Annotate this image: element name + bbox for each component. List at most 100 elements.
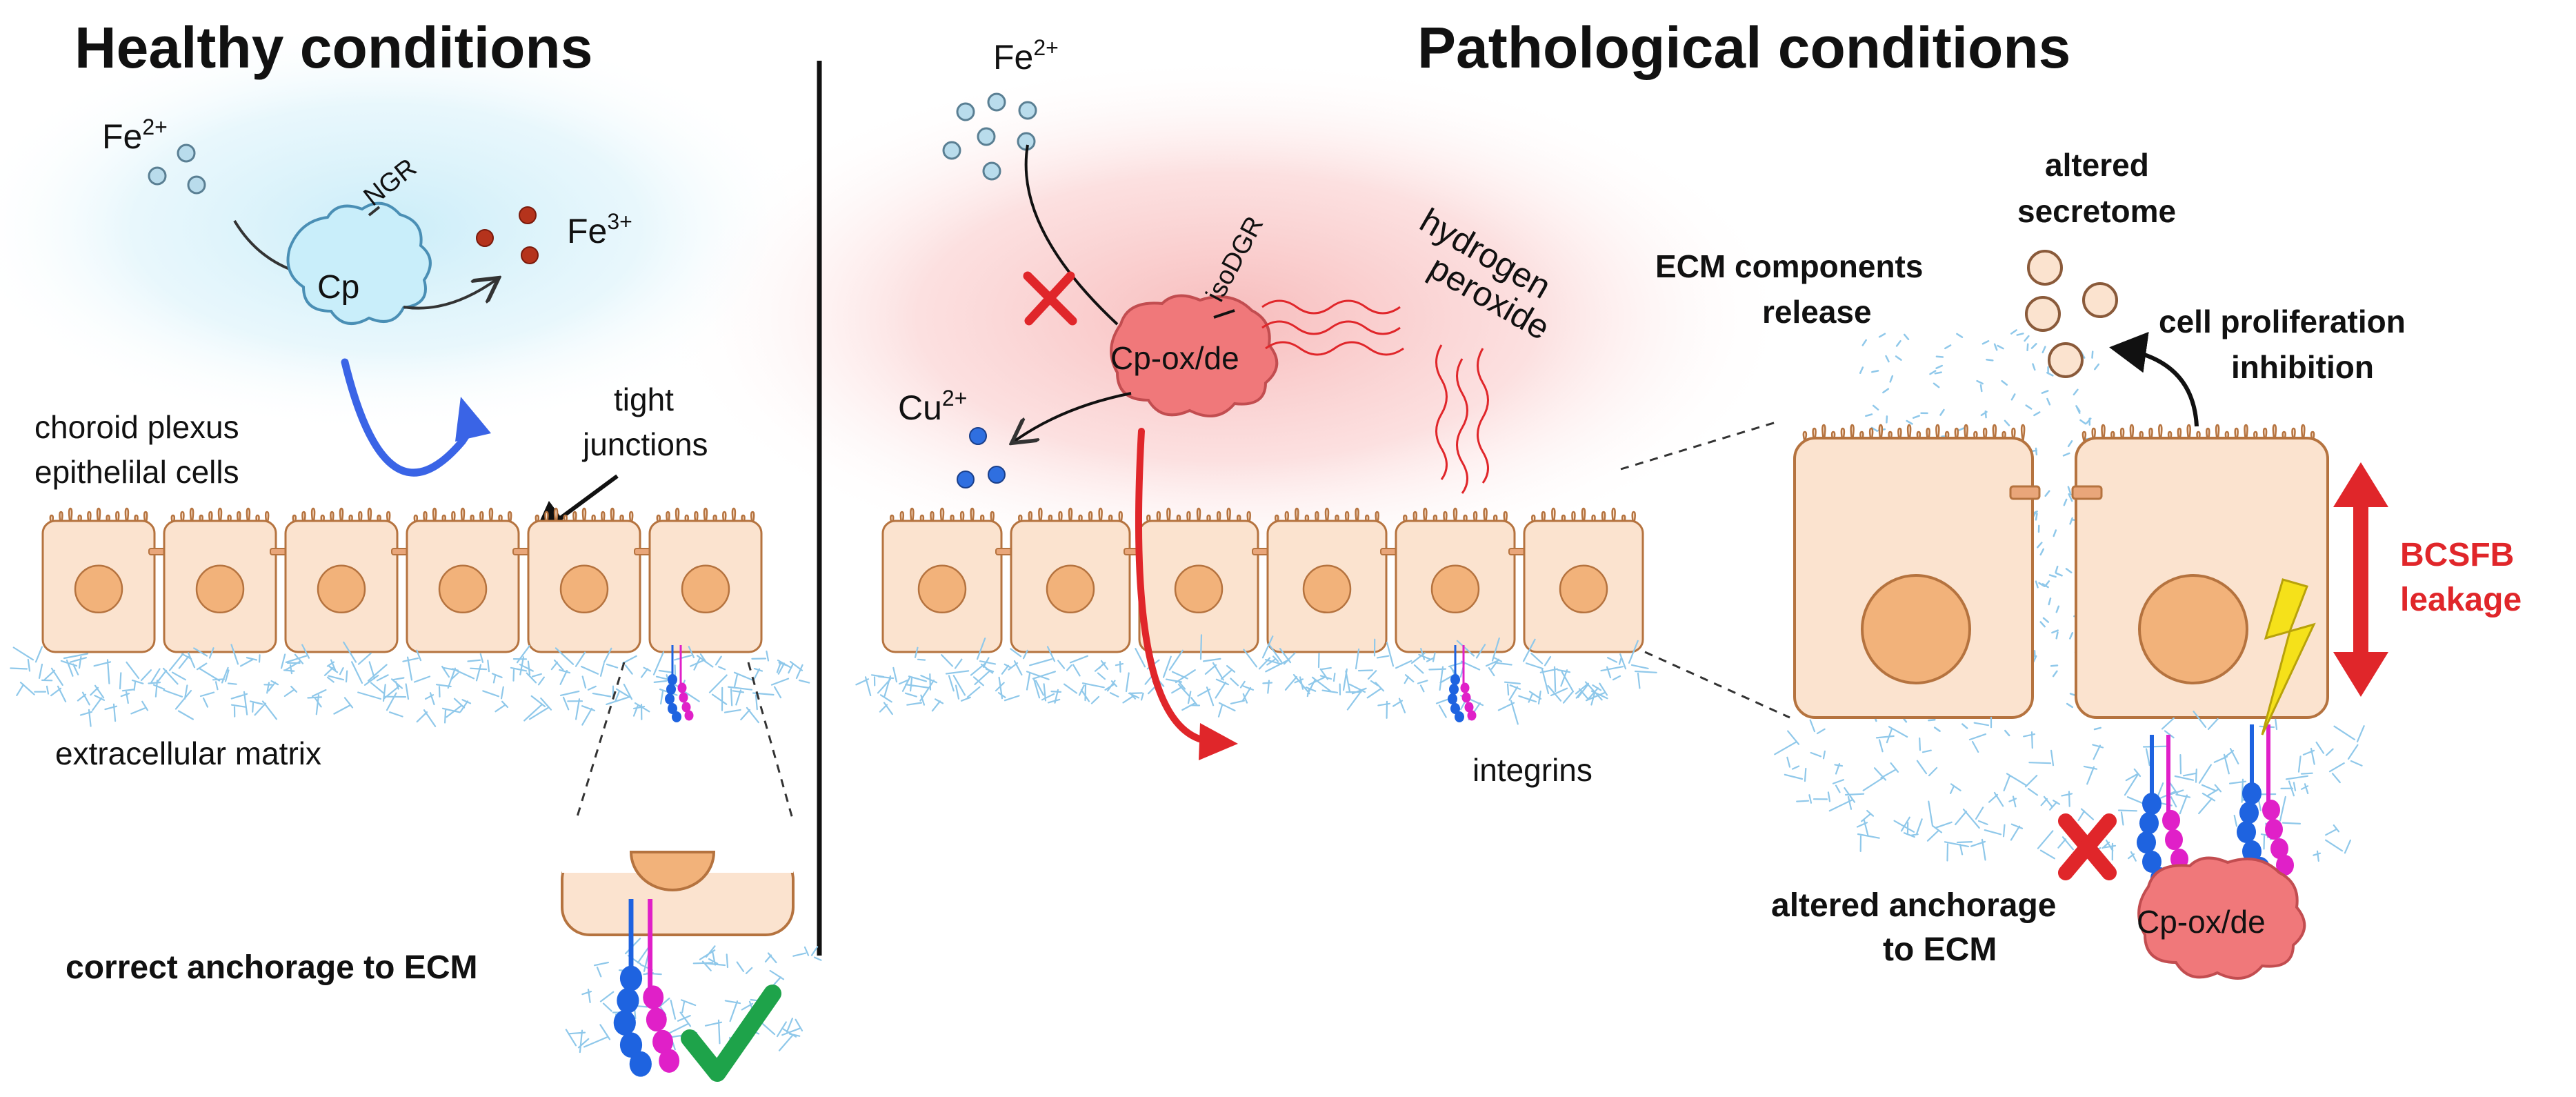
microvilli <box>1275 507 1379 526</box>
zoomed-ecm <box>1774 711 2365 862</box>
path-zoom-line-top <box>1620 421 1777 471</box>
path-zoom-line-bottom <box>1644 651 1790 719</box>
integrin-domain <box>2165 829 2183 850</box>
blue-curved-arrow <box>341 358 480 477</box>
integrins-label: integrins <box>1472 752 1592 788</box>
healthy-ecm <box>10 641 810 727</box>
altered-anchorage-label-1: altered anchorage <box>1771 887 2056 924</box>
pathological-cell-layer <box>881 507 1644 653</box>
ecm-fibers <box>10 641 810 727</box>
cell-nucleus <box>559 564 609 614</box>
cell-nucleus <box>1559 564 1608 614</box>
microvilli <box>1146 507 1251 526</box>
integrin-domain <box>1450 703 1460 714</box>
cpox-to-cu-arrow <box>1014 392 1132 442</box>
microvilli <box>656 507 755 526</box>
integrin-domain <box>665 693 675 704</box>
integrin-domain <box>2162 810 2180 831</box>
integrin-domain <box>1461 692 1471 703</box>
fe2-ions <box>148 144 206 195</box>
microvilli <box>1403 507 1508 526</box>
healthy-cell-layer <box>41 507 763 653</box>
cell-nucleus <box>317 564 366 614</box>
fe3-ions <box>476 206 539 264</box>
integrin-domain <box>613 1010 636 1036</box>
healthy-title: Healthy conditions <box>74 15 592 80</box>
zoom-line-left <box>575 662 626 822</box>
integrin-domain <box>668 674 677 685</box>
integrin-domain <box>2265 819 2283 840</box>
integrin-domain <box>679 692 688 703</box>
fe2-label: Fe2+ <box>102 115 168 156</box>
cpox-label: Cp-ox/de <box>1110 340 1239 376</box>
fe3-label: Fe3+ <box>567 209 632 250</box>
integrin-domain <box>652 1029 673 1054</box>
zoom-cpox-label: Cp-ox/de <box>2137 904 2266 940</box>
integrin-domain <box>629 1051 652 1077</box>
cell-nucleus <box>1302 564 1352 614</box>
integrin-domain <box>619 965 643 991</box>
integrin-domain <box>2139 812 2159 834</box>
cell-nucleus <box>917 564 967 614</box>
prolif-label-1: cell proliferation <box>2159 304 2406 339</box>
microvilli <box>535 507 634 526</box>
cell-nucleus <box>74 564 123 614</box>
cell-nucleus <box>1174 564 1224 614</box>
cpox-protein <box>1110 294 1279 417</box>
integrin-domain <box>2239 802 2259 824</box>
microvilli <box>1531 507 1636 526</box>
integrin-domain <box>2276 855 2294 876</box>
secretome-label-2: secretome <box>2017 193 2176 229</box>
integrin-domain <box>1467 710 1477 721</box>
cu-label: Cu2+ <box>898 386 967 427</box>
prolif-arrow <box>2109 331 2199 427</box>
ecm-label: extracellular matrix <box>55 735 321 771</box>
zoom-line-right <box>747 662 795 822</box>
integrin-domain <box>2262 800 2280 820</box>
microvilli <box>170 507 270 526</box>
integrin-domain <box>2142 851 2161 873</box>
cells-label-1: choroid plexus <box>34 409 239 445</box>
cell-nucleus <box>1046 564 1095 614</box>
microvilli <box>1018 507 1123 526</box>
integrin-domain <box>668 703 677 714</box>
integrin-domain <box>1460 682 1470 693</box>
cu-ions <box>957 427 1006 488</box>
path-fe2-line <box>1024 144 1119 326</box>
integrin-domain <box>681 702 691 713</box>
peroxide-wave-lines <box>1261 299 1489 494</box>
bcsfb-label-2: leakage <box>2400 582 2522 618</box>
integrin-domain <box>1464 702 1474 713</box>
integrin-domain <box>677 682 687 693</box>
cell-nucleus <box>438 564 488 614</box>
anchorage-blocked-x-icon <box>2058 813 2117 880</box>
microvilli <box>890 507 995 526</box>
prolif-label-2: inhibition <box>2231 349 2374 385</box>
integrin-domain <box>2242 840 2262 862</box>
correct-anchorage-label: correct anchorage to ECM <box>66 949 477 986</box>
ecm-release-label-1: ECM components <box>1655 248 1923 284</box>
cp-to-fe3-arrow <box>403 279 497 310</box>
microvilli <box>413 507 512 526</box>
zoomed-nucleus <box>1861 574 1971 684</box>
ecm-fibers <box>855 634 1657 725</box>
zoomed-healthy-cell <box>561 845 795 936</box>
integrin-domain <box>1448 693 1457 704</box>
integrin-domain <box>2242 782 2262 804</box>
path-fe2-label: Fe2+ <box>993 35 1059 77</box>
isodgr-tick <box>1213 309 1235 319</box>
zoomed-pathological-cells <box>1793 424 2329 719</box>
ecm-fibers <box>1774 711 2365 862</box>
broken-tight-junction <box>2009 485 2041 500</box>
bcsfb-label-1: BCSFB <box>2400 537 2514 573</box>
lightning-icon <box>2261 578 2316 735</box>
integrin-domain <box>666 684 676 695</box>
integrin-domain <box>2237 821 2256 843</box>
integrin-domain <box>2137 831 2156 853</box>
pathological-title: Pathological conditions <box>1417 15 2070 80</box>
fe2-to-cp-line <box>233 219 290 270</box>
integrin-domain <box>659 1049 680 1073</box>
red-leak-arrow <box>1135 428 1217 745</box>
zoomed-pathological-integrins <box>2137 724 2294 889</box>
